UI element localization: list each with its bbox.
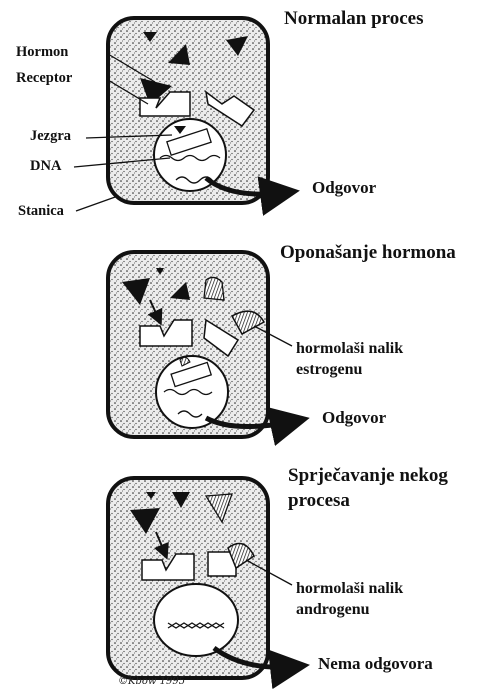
cell-pointer — [76, 196, 118, 211]
disruptor-molecule — [204, 277, 224, 300]
normal-process-title: Normalan proces — [284, 8, 424, 30]
dna-label: DNA — [30, 158, 61, 175]
nucleus — [154, 584, 238, 656]
blocking-process-title: Sprječavanje nekog — [288, 465, 448, 487]
hormone-label: Hormon — [16, 44, 68, 61]
artist-signature: ©Kbow 1995 — [118, 676, 185, 687]
response-label: Odgovor — [312, 178, 376, 198]
response-label: Odgovor — [322, 408, 386, 428]
panel-mimic — [108, 252, 300, 437]
no-response-label: Nema odgovora — [318, 654, 433, 674]
estrogen-like-disruptors-label-2: estrogenu — [296, 361, 362, 379]
cell-label: Stanica — [18, 203, 64, 220]
estrogen-like-disruptors-label: hormolaši nalik — [296, 340, 403, 358]
androgen-like-disruptors-label-2: androgenu — [296, 601, 370, 619]
hormone-mimicry-title: Oponašanje hormona — [280, 242, 456, 264]
panel-normal — [74, 18, 290, 211]
androgen-like-disruptors-label: hormolaši nalik — [296, 580, 403, 598]
blocking-process-title-2: procesa — [288, 490, 350, 512]
panel-block — [108, 478, 300, 678]
receptor-label: Receptor — [16, 70, 72, 87]
nucleus-label: Jezgra — [30, 128, 71, 145]
